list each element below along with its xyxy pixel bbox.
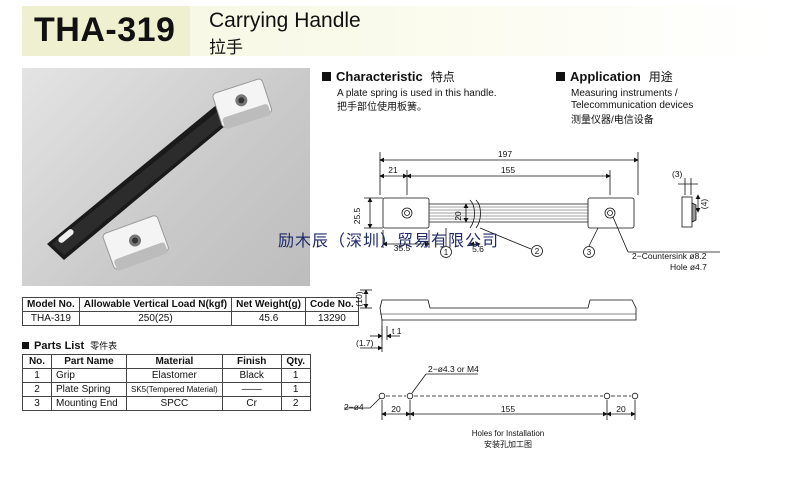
- table-row: 3 Mounting End SPCC Cr 2: [22, 396, 311, 411]
- handle-photo-illustration: [47, 78, 272, 271]
- model-title: THA-319: [34, 11, 176, 49]
- dim-3: (3): [672, 169, 683, 179]
- dim-197: 197: [498, 149, 512, 159]
- dim-25-5: 25.5: [352, 207, 362, 224]
- install-dim-20-right: 20: [616, 404, 626, 414]
- parts-cell: ——: [221, 382, 282, 397]
- parts-cell: 3: [22, 396, 52, 411]
- parts-header-finish: Finish: [221, 354, 282, 369]
- product-photo: [22, 68, 310, 286]
- dim-t1: t 1: [392, 326, 402, 336]
- install-dim-155: 155: [501, 404, 515, 414]
- square-bullet-icon: [322, 72, 331, 81]
- parts-cell: Black: [221, 368, 282, 383]
- parts-header-no: No.: [22, 354, 52, 369]
- parts-header-material: Material: [126, 354, 223, 369]
- square-bullet-icon: [556, 72, 565, 81]
- square-bullet-icon: [22, 342, 29, 349]
- parts-cell: Mounting End: [51, 396, 127, 411]
- parts-cell: 2: [22, 382, 52, 397]
- dim-20-section: 20: [453, 211, 463, 221]
- parts-cell: 2: [280, 396, 311, 411]
- spec-cell-weight: 45.6: [231, 311, 306, 326]
- parts-cell: Grip: [51, 368, 127, 383]
- table-row: THA-319 250(25) 45.6 13290: [22, 311, 359, 326]
- characteristic-text-en: A plate spring is used in this handle.: [337, 88, 497, 99]
- parts-cell: Elastomer: [126, 368, 223, 383]
- spec-header-load: Allowable Vertical Load N(kgf): [78, 297, 233, 312]
- model-box: [22, 6, 190, 56]
- callout-3: 3: [587, 248, 592, 257]
- spec-header-model: Model No.: [22, 297, 80, 312]
- technical-drawing: 197 21 155 25.5 20 35.5 5.6 1 2 3 2−Coun…: [344, 149, 720, 449]
- spec-cell-model: THA-319: [22, 311, 80, 326]
- hole-spec-note: 2−ø4.3 or M4: [428, 364, 479, 374]
- countersink-note: 2−Countersink ø8.2: [632, 251, 707, 261]
- characteristic-text-cn: 把手部位使用板簧。: [337, 102, 427, 113]
- application-line-2: Telecommunication devices: [571, 100, 694, 111]
- parts-cell: Plate Spring: [51, 382, 127, 397]
- parts-cell: 1: [280, 382, 311, 397]
- dim-4: (4): [699, 199, 709, 210]
- spec-cell-code: 13290: [304, 311, 359, 326]
- install-caption-cn: 安装孔加工图: [484, 439, 532, 449]
- company-watermark: 励木辰（深圳）贸易有限公司: [278, 233, 500, 250]
- parts-header-qty: Qty.: [280, 354, 311, 369]
- spec-cell-load: 250(25): [78, 311, 233, 326]
- hole-note: Hole ø4.7: [670, 262, 707, 272]
- parts-header-name: Part Name: [51, 354, 127, 369]
- install-dim-20-left: 20: [391, 404, 401, 414]
- spec-table-header: Model No. Allowable Vertical Load N(kgf)…: [22, 297, 359, 312]
- application-text-cn: 测量仪器/电信设备: [571, 115, 654, 126]
- parts-cell: 1: [22, 368, 52, 383]
- dim-5-6: 5.6: [472, 244, 484, 254]
- dim-10: (10): [354, 291, 364, 306]
- spec-header-weight: Net Weight(g): [231, 297, 306, 312]
- table-row: 1 Grip Elastomer Black 1: [22, 368, 311, 383]
- parts-table-header: No. Part Name Material Finish Qty.: [22, 354, 311, 369]
- table-row: 2 Plate Spring SK5(Tempered Material) ——…: [22, 382, 311, 397]
- dim-1-7: (1.7): [356, 338, 374, 348]
- parts-cell: 1: [280, 368, 311, 383]
- parts-table: No. Part Name Material Finish Qty. 1 Gri…: [22, 354, 311, 411]
- product-name-cn: 拉手: [209, 38, 243, 57]
- dim-35-5: 35.5: [394, 243, 411, 253]
- dim-155: 155: [501, 165, 515, 175]
- parts-cell: Cr: [221, 396, 282, 411]
- application-line-1: Measuring instruments /: [571, 88, 678, 99]
- callout-1: 1: [444, 248, 449, 257]
- hole-d4-note: 2−ø4: [344, 402, 364, 412]
- parts-cell: SK5(Tempered Material): [126, 382, 223, 397]
- product-name-en: Carrying Handle: [209, 9, 361, 32]
- install-caption-en: Holes for Installation: [472, 429, 544, 438]
- callout-2: 2: [535, 247, 540, 256]
- parts-cell: SPCC: [126, 396, 223, 411]
- spec-table: Model No. Allowable Vertical Load N(kgf)…: [22, 297, 359, 326]
- dim-21: 21: [388, 165, 398, 175]
